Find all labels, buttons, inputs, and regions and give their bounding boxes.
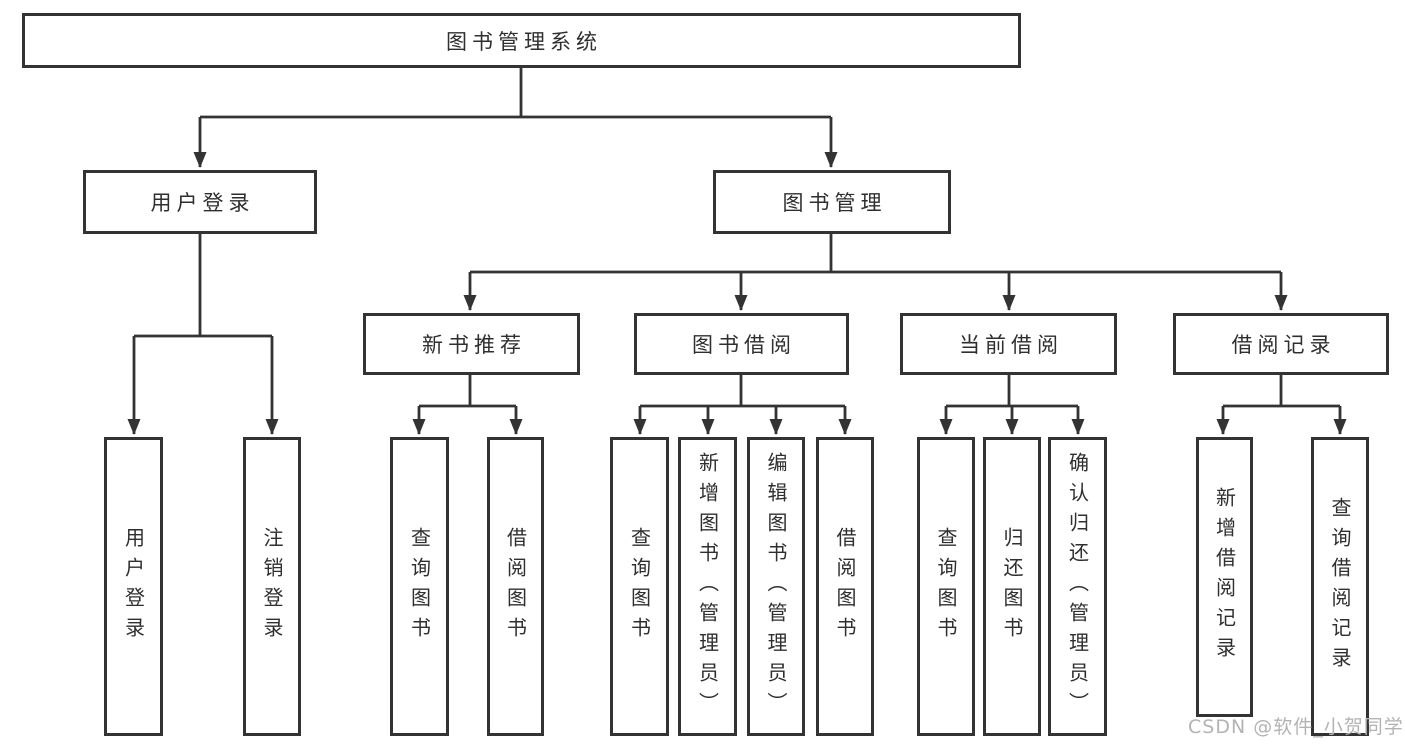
node-label: 当前借阅 bbox=[959, 333, 1063, 357]
leaf-edit-book-admin: 编辑图书（管理员） bbox=[747, 437, 805, 736]
node-new-book-rec: 新书推荐 bbox=[363, 313, 580, 375]
connector-root bbox=[193, 68, 838, 168]
node-label: 借阅记录 bbox=[1231, 333, 1336, 357]
leaf-logout: 注销登录 bbox=[243, 437, 301, 736]
node-label: 图书借阅 bbox=[692, 333, 796, 357]
connector-user-login bbox=[127, 234, 279, 435]
node-label: 查询借阅记录 bbox=[1328, 496, 1352, 677]
leaf-return-book: 归还图书 bbox=[983, 437, 1041, 736]
leaf-add-book-admin: 新增图书（管理员） bbox=[678, 437, 737, 736]
connector-book-borrow bbox=[633, 375, 852, 435]
node-label: 编辑图书（管理员） bbox=[764, 451, 788, 722]
node-label: 用户登录 bbox=[150, 191, 255, 215]
node-label: 查询图书 bbox=[627, 526, 652, 647]
node-label: 图书管理系统 bbox=[446, 29, 602, 54]
node-root-system: 图书管理系统 bbox=[22, 13, 1021, 68]
node-borrow-records: 借阅记录 bbox=[1173, 313, 1389, 375]
node-label: 新书推荐 bbox=[422, 333, 526, 357]
node-label: 借阅图书 bbox=[833, 526, 857, 647]
connector-new-book-rec bbox=[412, 375, 523, 435]
node-label: 查询图书 bbox=[934, 526, 958, 647]
leaf-user-login: 用户登录 bbox=[104, 437, 163, 736]
node-label: 确认归还（管理员） bbox=[1065, 451, 1090, 722]
node-label: 新增图书（管理员） bbox=[695, 451, 720, 722]
node-label: 借阅图书 bbox=[503, 526, 528, 647]
leaf-borrow-books-rec: 借阅图书 bbox=[487, 437, 544, 736]
node-current-borrow: 当前借阅 bbox=[900, 313, 1117, 375]
node-label: 注销登录 bbox=[260, 526, 284, 647]
node-label: 查询图书 bbox=[407, 526, 432, 647]
leaf-query-books-rec: 查询图书 bbox=[390, 437, 449, 736]
leaf-query-borrow-record: 查询借阅记录 bbox=[1311, 437, 1369, 736]
node-user-login: 用户登录 bbox=[83, 170, 317, 234]
node-label: 用户登录 bbox=[121, 526, 146, 647]
leaf-query-books-borrow: 查询图书 bbox=[610, 437, 669, 736]
leaf-query-books-current: 查询图书 bbox=[917, 437, 975, 736]
connector-borrow-records bbox=[1216, 375, 1347, 435]
connector-current-borrow bbox=[939, 375, 1085, 435]
leaf-add-borrow-record: 新增借阅记录 bbox=[1196, 437, 1253, 717]
leaf-confirm-return-admin: 确认归还（管理员） bbox=[1048, 437, 1107, 736]
node-label: 图书管理 bbox=[782, 191, 887, 215]
connector-book-mgmt bbox=[463, 234, 1288, 311]
node-book-borrow: 图书借阅 bbox=[634, 313, 849, 375]
leaf-borrow-books: 借阅图书 bbox=[816, 437, 874, 736]
csdn-watermark: CSDN @软件_小贺同学 bbox=[1188, 716, 1404, 738]
node-label: 归还图书 bbox=[1000, 526, 1024, 647]
node-label: 新增借阅记录 bbox=[1212, 487, 1237, 667]
node-book-mgmt: 图书管理 bbox=[713, 170, 951, 234]
